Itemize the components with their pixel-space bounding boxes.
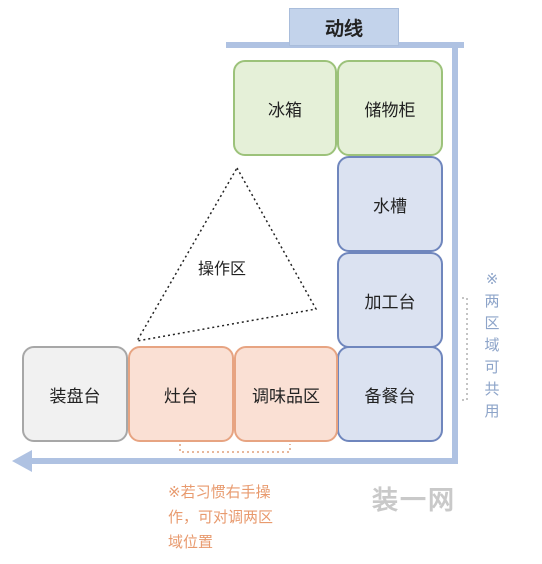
right-hand-note: ※若习惯右手操 作，可对调两区 域位置 [168, 480, 328, 555]
cell-stove: 灶台 [128, 346, 234, 442]
shared-zone-note: ※ 两 区 域 可 共 用 [479, 268, 505, 422]
cell-serving-prep: 备餐台 [337, 346, 443, 442]
note-right-char: 域 [484, 336, 500, 354]
flow-line-bottom [30, 458, 458, 464]
note-bottom-line: 作，可对调两区 [168, 508, 274, 526]
cell-fridge: 冰箱 [233, 60, 337, 156]
cell-prep: 加工台 [337, 252, 443, 348]
operation-triangle [135, 166, 318, 343]
flow-line-right [452, 42, 458, 464]
right-note-bracket [462, 297, 468, 401]
note-right-char: ※ [485, 270, 499, 288]
note-bottom-line: ※若习惯右手操 [168, 483, 271, 501]
note-bottom-line: 域位置 [168, 533, 214, 551]
note-right-char: 可 [484, 358, 500, 376]
note-right-char: 区 [484, 314, 500, 332]
cell-plating: 装盘台 [22, 346, 128, 442]
note-right-char: 两 [484, 292, 500, 310]
watermark-logo: 装一网 [372, 486, 457, 516]
operation-zone-label: 操作区 [198, 259, 247, 278]
bottom-note-bracket [179, 444, 291, 453]
note-right-char: 共 [484, 380, 500, 398]
note-right-char: 用 [484, 402, 500, 420]
flow-arrow-head [12, 450, 32, 472]
cell-seasoning: 调味品区 [234, 346, 338, 442]
cell-sink: 水槽 [337, 156, 443, 252]
cell-cabinet: 储物柜 [337, 60, 443, 156]
flow-title: 动线 [289, 8, 399, 46]
